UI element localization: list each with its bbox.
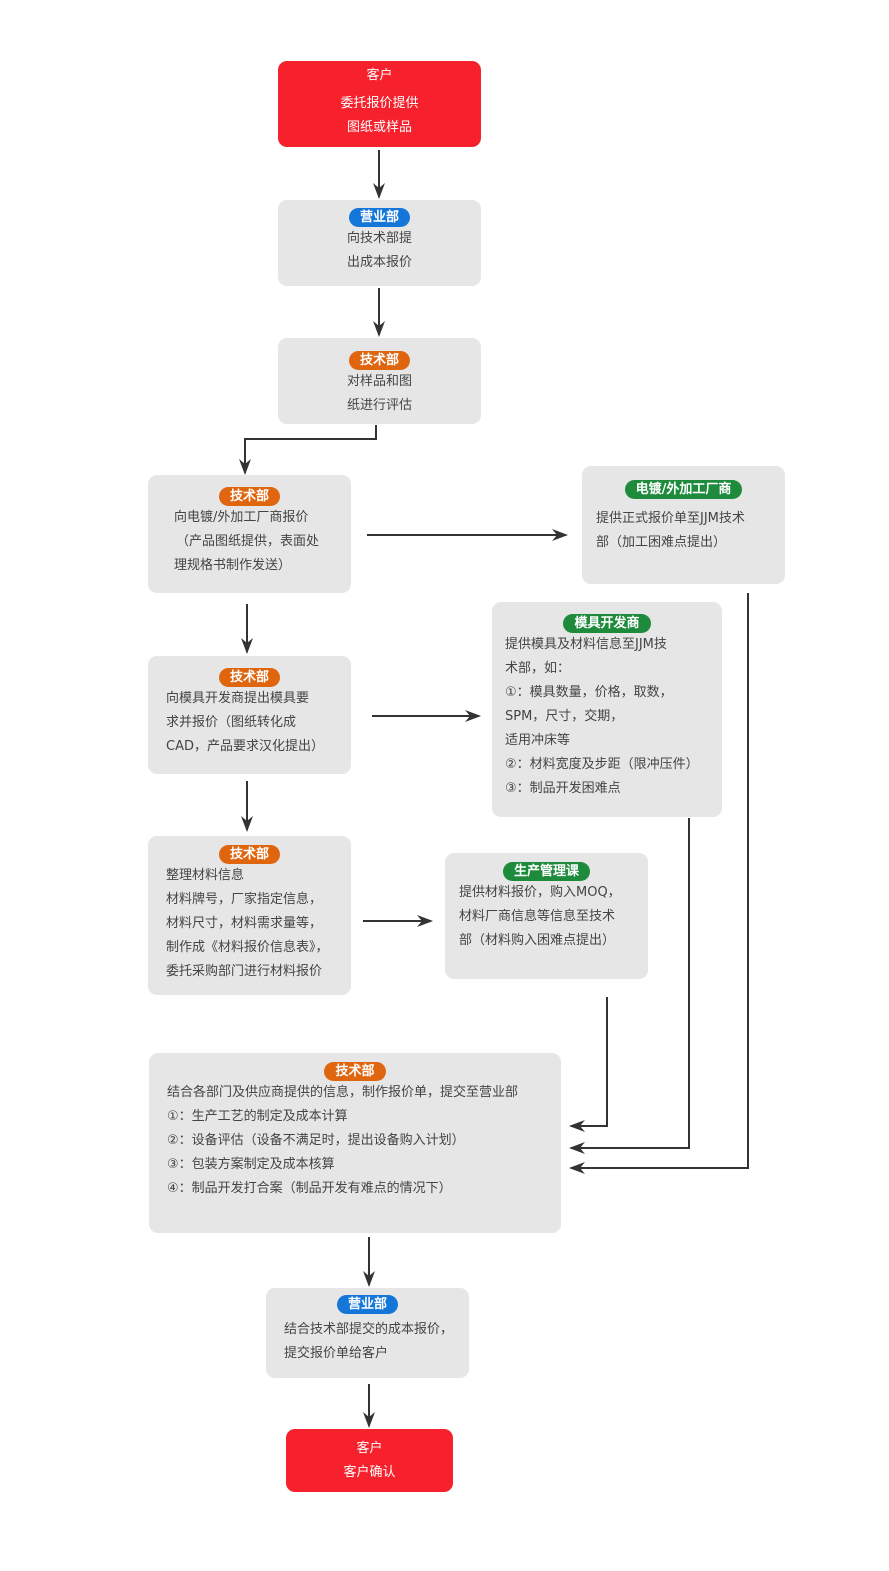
- node-line: 纸进行评估: [346, 398, 412, 413]
- node-line: SPM，尺寸，交期，: [505, 709, 624, 724]
- tech-badge: 技术部: [348, 351, 410, 370]
- mold-vendor-node: 模具开发商 提供模具及材料信息至JJM技 术部，如： ①：模具数量，价格，取数，…: [492, 602, 722, 817]
- node-line: 出成本报价: [346, 255, 412, 270]
- node-line: 提供正式报价单至JJM技术: [596, 511, 745, 526]
- node-line: 材料牌号，厂家指定信息，: [166, 892, 323, 907]
- arrow-tech-to-plating-step: [239, 425, 377, 475]
- node-line: 委托采购部门进行材料报价: [166, 964, 323, 979]
- node-line: 制作成《材料报价信息表》，: [166, 940, 329, 955]
- node-line: ③：制品开发困难点: [505, 781, 621, 796]
- arrow-platingvendor-to-summary: [569, 593, 749, 1174]
- node-line: 术部，如：: [505, 661, 571, 676]
- plating-vendor-node: 电镀/外加工厂商 提供正式报价单至JJM技术 部（加工困难点提出）: [582, 466, 785, 584]
- node-line: ②：设备评估（设备不满足时，提出设备购入计划）: [167, 1133, 465, 1148]
- tech-badge: 技术部: [218, 845, 280, 864]
- arrow-moldvendor-to-summary: [569, 818, 690, 1154]
- node-line: 求并报价（图纸转化成: [166, 715, 297, 730]
- node-line: 向模具开发商提出模具要: [166, 691, 310, 706]
- tech-badge: 技术部: [218, 487, 280, 506]
- plating-vendor-badge: 电镀/外加工厂商: [624, 480, 743, 499]
- tech-summary-node: 技术部 结合各部门及供应商提供的信息，制作报价单，提交至营业部 ①：生产工艺的制…: [149, 1053, 561, 1233]
- node-line: 向电镀/外加工厂商报价: [174, 510, 309, 525]
- node-line: 对样品和图: [346, 374, 412, 389]
- node-line: CAD，产品要求汉化提出）: [166, 739, 324, 754]
- mold-vendor-badge: 模具开发商: [563, 614, 651, 633]
- node-line: 部（材料购入困难点提出）: [459, 933, 616, 948]
- node-line: 委托报价提供: [340, 96, 419, 111]
- node-line: 部（加工困难点提出）: [596, 535, 727, 550]
- node-line: 结合各部门及供应商提供的信息，制作报价单，提交至营业部: [167, 1085, 519, 1100]
- sales-badge: 营业部: [348, 208, 410, 227]
- production-badge: 生产管理课: [502, 862, 590, 881]
- sales-badge: 营业部: [336, 1295, 398, 1314]
- node-line: ①：生产工艺的制定及成本计算: [167, 1109, 348, 1124]
- node-line: ②：材料宽度及步距（限冲压件）: [505, 757, 699, 772]
- customer-end-node: 客户 客户确认: [286, 1429, 453, 1492]
- node-line: 提供材料报价，购入MOQ，: [459, 885, 621, 900]
- node-line: 向技术部提: [346, 231, 412, 246]
- node-line: ④：制品开发打合案（制品开发有难点的情况下）: [167, 1181, 452, 1196]
- node-line: 提交报价单给客户: [284, 1346, 389, 1361]
- customer-start-node: 客户 委托报价提供 图纸或样品: [278, 61, 481, 147]
- tech-material-node: 技术部 整理材料信息 材料牌号，厂家指定信息， 材料尺寸，材料需求量等， 制作成…: [148, 836, 351, 995]
- node-line: 理规格书制作发送）: [174, 558, 292, 573]
- tech-plating-node: 技术部 向电镀/外加工厂商报价 （产品图纸提供，表面处 理规格书制作发送）: [148, 475, 351, 593]
- node-line: 客户确认: [343, 1465, 396, 1480]
- tech-evaluate-node: 技术部 对样品和图 纸进行评估: [278, 338, 481, 424]
- sales-submit-node: 营业部 结合技术部提交的成本报价， 提交报价单给客户: [266, 1288, 469, 1378]
- node-line: 材料尺寸，材料需求量等，: [166, 916, 323, 931]
- production-node: 生产管理课 提供材料报价，购入MOQ， 材料厂商信息等信息至技术 部（材料购入困…: [445, 853, 648, 979]
- node-line: ③：包装方案制定及成本核算: [167, 1157, 335, 1172]
- sales-request-node: 营业部 向技术部提 出成本报价: [278, 200, 481, 286]
- node-line: ①：模具数量，价格，取数，: [505, 685, 673, 700]
- node-line: 适用冲床等: [505, 733, 571, 748]
- node-line: （产品图纸提供，表面处: [176, 534, 320, 549]
- node-line: 整理材料信息: [166, 868, 245, 883]
- node-line: 结合技术部提交的成本报价，: [284, 1322, 454, 1337]
- tech-badge: 技术部: [324, 1062, 386, 1081]
- node-line: 图纸或样品: [346, 120, 412, 135]
- tech-mold-node: 技术部 向模具开发商提出模具要 求并报价（图纸转化成 CAD，产品要求汉化提出）: [148, 656, 351, 774]
- node-title: 客户: [366, 68, 393, 83]
- node-line: 材料厂商信息等信息至技术: [459, 909, 616, 924]
- arrow-production-to-summary: [569, 997, 608, 1132]
- tech-badge: 技术部: [218, 668, 280, 687]
- node-title: 客户: [356, 1441, 383, 1456]
- node-line: 提供模具及材料信息至JJM技: [505, 637, 667, 652]
